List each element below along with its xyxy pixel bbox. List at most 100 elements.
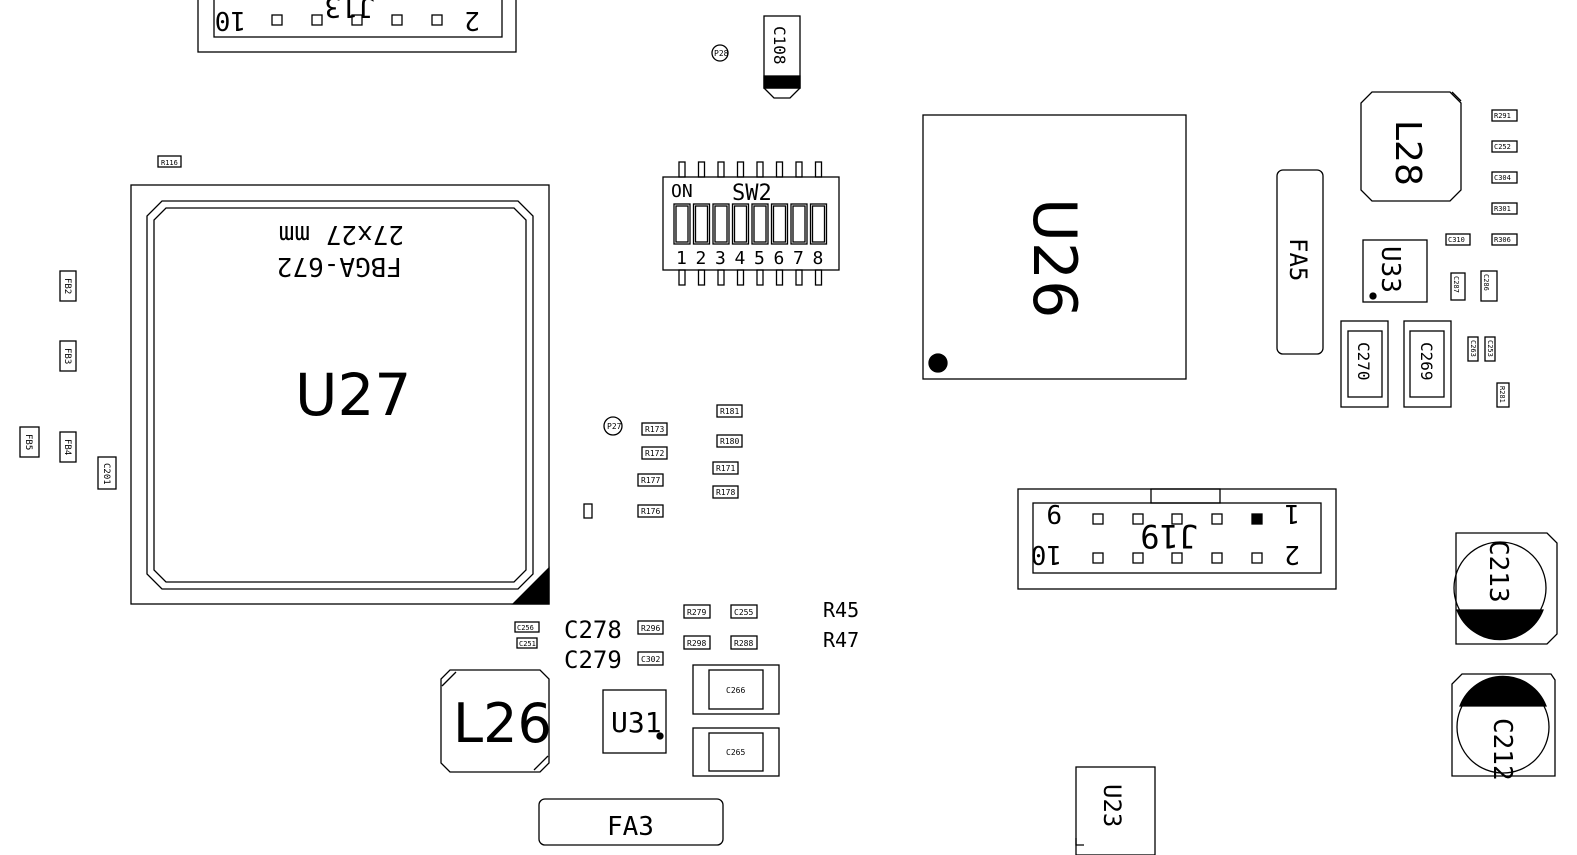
r47: R47 [823, 628, 859, 652]
svg-text:R298: R298 [687, 639, 706, 648]
resistor-label: R180 [720, 437, 739, 446]
svg-text:FA3: FA3 [607, 812, 654, 842]
j19-pin-10: 10 [1031, 539, 1062, 569]
svg-text:C278: C278 [564, 616, 622, 644]
small-part-label: C263 [1469, 340, 1477, 357]
resistor-label: R171 [716, 464, 735, 473]
c251: C251 [516, 637, 538, 649]
u27-size: 27x27 mm [279, 219, 404, 249]
svg-text:C302: C302 [641, 655, 660, 664]
r116-resistor: R116 [157, 155, 182, 168]
c302: C302 [637, 651, 664, 666]
u33-chip: U33 [1362, 239, 1428, 303]
fb5: FB5 [19, 426, 40, 458]
tp-p27: P27 [603, 416, 623, 436]
c278: C278 [564, 616, 622, 644]
r279: R279 [683, 604, 711, 619]
resistor-label: R176 [641, 507, 660, 516]
svg-text:C269: C269 [1417, 342, 1436, 381]
c266: C266 [692, 664, 780, 715]
small-part-label: C310 [1448, 236, 1465, 244]
r175 [583, 503, 593, 519]
sw2-on-label: ON [671, 181, 693, 202]
u27-ref: U27 [295, 361, 411, 429]
l26-inductor: L26 [440, 669, 552, 773]
svg-text:C279: C279 [564, 646, 622, 674]
resistor-label: R172 [645, 449, 664, 458]
small-part-label: C252 [1494, 143, 1511, 151]
c265: C265 [692, 727, 780, 777]
c256: C256 [514, 621, 540, 633]
svg-text:FB2: FB2 [62, 278, 72, 294]
svg-text:R47: R47 [823, 628, 859, 652]
svg-text:L26: L26 [453, 692, 552, 755]
resistor-label: R173 [645, 425, 664, 434]
sw2-position-label: 4 [735, 248, 746, 269]
svg-text:C108: C108 [770, 26, 789, 65]
small-part-label: R291 [1494, 112, 1511, 120]
c212-capacitor: C212 [1451, 673, 1556, 781]
svg-text:R296: R296 [641, 624, 660, 633]
c108-capacitor: C108 [763, 15, 801, 99]
svg-text:C201: C201 [101, 463, 111, 485]
small-part-label: R306 [1494, 236, 1511, 244]
svg-text:C255: C255 [734, 608, 753, 617]
j13-ref: J13 [324, 0, 375, 24]
tp-p28: P28 [711, 44, 729, 62]
svg-text:U23: U23 [1098, 784, 1126, 827]
u31-chip: U31 [602, 689, 667, 754]
u27-package: FBGA-672 [277, 251, 402, 281]
svg-text:U31: U31 [611, 706, 662, 739]
c269: C269 [1403, 320, 1452, 408]
svg-text:C265: C265 [726, 748, 745, 757]
svg-text:P27: P27 [607, 422, 622, 431]
small-part-label: R281 [1498, 386, 1506, 403]
small-part-label: C304 [1494, 174, 1511, 182]
small-part-label: C286 [1482, 274, 1490, 291]
svg-text:C212: C212 [1487, 718, 1517, 781]
j13-pin-10: 10 [215, 5, 246, 35]
sw2-position-label: 2 [696, 248, 707, 269]
r45: R45 [823, 598, 859, 622]
small-part-label: R301 [1494, 205, 1511, 213]
fb2: FB2 [59, 270, 77, 302]
fa5-fuse: FA5 [1276, 169, 1324, 355]
sw2-position-label: 5 [754, 248, 765, 269]
svg-text:R116: R116 [161, 159, 178, 167]
resistor-label: R178 [716, 488, 735, 497]
fa3-fuse: FA3 [538, 798, 724, 846]
resistor-label: R177 [641, 476, 660, 485]
j19-connector: 9 1 10 2 J19 [1017, 488, 1337, 590]
small-part-label: C287 [1452, 276, 1460, 293]
svg-text:C251: C251 [519, 640, 536, 648]
svg-text:C270: C270 [1354, 342, 1373, 381]
svg-text:C256: C256 [517, 624, 534, 632]
r298: R298 [683, 635, 711, 650]
c201: C201 [97, 456, 117, 490]
l28-inductor: L28 [1360, 91, 1462, 202]
c213-capacitor: C213 [1453, 532, 1558, 645]
c279: C279 [564, 646, 622, 674]
svg-text:U33: U33 [1375, 246, 1405, 293]
j13-pin-2: 2 [464, 5, 480, 35]
resistor-label: R181 [720, 407, 739, 416]
svg-text:R45: R45 [823, 598, 859, 622]
c270: C270 [1340, 320, 1389, 408]
svg-text:FB4: FB4 [62, 439, 72, 455]
u27-fbga: U27 FBGA-672 27x27 mm [130, 184, 550, 605]
svg-text:R279: R279 [687, 608, 706, 617]
j19-pin-2: 2 [1284, 539, 1300, 569]
u26-ref: U26 [1019, 198, 1089, 318]
c255: C255 [730, 604, 758, 619]
sw2-position-label: 3 [715, 248, 726, 269]
svg-text:FB3: FB3 [62, 348, 72, 364]
sw2-ref: SW2 [732, 181, 772, 206]
svg-text:FA5: FA5 [1284, 238, 1312, 281]
fb3: FB3 [59, 340, 77, 372]
svg-text:R288: R288 [734, 639, 753, 648]
svg-text:C213: C213 [1483, 540, 1513, 603]
svg-text:C266: C266 [726, 686, 745, 695]
